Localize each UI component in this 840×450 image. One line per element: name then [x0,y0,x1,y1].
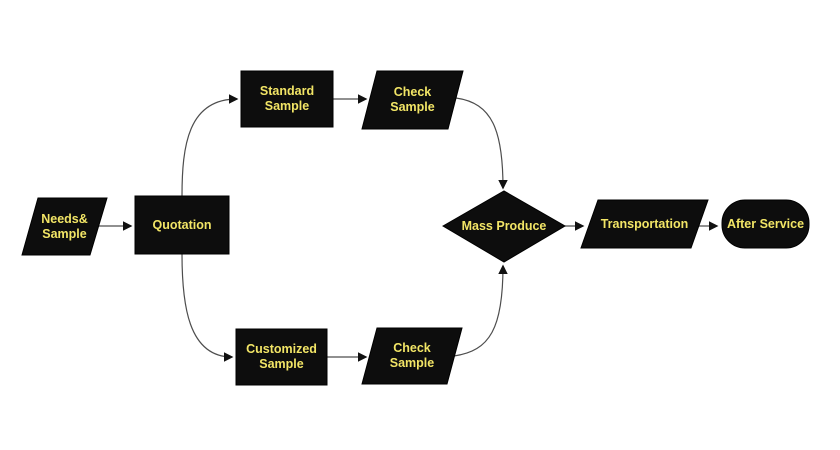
check-sample-bottom-shape [361,327,463,385]
standard-sample-shape [240,70,334,128]
edge-check-bottom-to-mass-produce [453,264,508,357]
after-service-shape [721,199,810,249]
edge-check-top-to-mass-produce [455,97,508,190]
edge-quotation-to-standard [181,94,239,197]
customized-sample-shape [235,328,328,386]
check-sample-top-shape [361,70,464,130]
transportation-shape [580,199,709,249]
quotation-shape [134,195,230,255]
needs-sample-shape [21,197,108,256]
edge-quotation-to-customized [181,253,234,362]
mass-produce-shape [442,190,566,263]
